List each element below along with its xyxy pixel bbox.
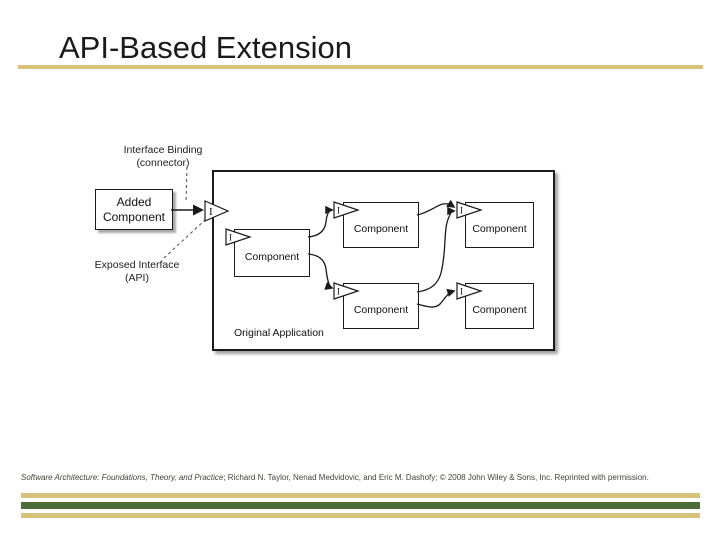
component-box: Component (465, 283, 534, 329)
component-box-label: Component (353, 222, 409, 235)
component-box-label: Component (472, 222, 527, 235)
citation: Software Architecture: Foundations, Theo… (21, 473, 706, 482)
title-underline (18, 65, 703, 69)
original-application-label: Original Application (234, 327, 324, 339)
component-box-label: Component (472, 303, 527, 316)
added-component-line1: Added (116, 195, 152, 210)
component-box-label: Component (353, 303, 409, 316)
added-component-box-label: Added Component (103, 195, 165, 224)
component-box: Component (465, 202, 534, 248)
footer-bar-green (21, 502, 700, 509)
slide-title: API-Based Extension (59, 30, 352, 65)
component-box: Component (343, 202, 419, 248)
added-component-box: Added Component (95, 189, 173, 230)
added-component-arrowhead (193, 204, 204, 216)
component-box: Component (234, 229, 310, 277)
footer-bar-gold-top (21, 493, 700, 498)
footer-bar-gold-bottom (21, 513, 700, 518)
exposed-interface-label-line1: Exposed Interface (94, 259, 180, 271)
added-component-line2: Component (102, 209, 166, 224)
citation-text: ; Richard N. Taylor, Nenad Medvidovic, a… (223, 473, 649, 482)
interface-binding-leader-line (185, 166, 188, 202)
interface-binding-label-line2: (connector) (136, 157, 190, 170)
component-box-label: Component (244, 250, 300, 263)
exposed-interface-label-line2: (API) (125, 272, 149, 285)
exposed-interface-label: Exposed Interface (API) (87, 259, 187, 285)
component-box: Component (343, 283, 419, 329)
citation-book-title: Software Architecture: Foundations, Theo… (21, 473, 224, 482)
interface-binding-label-line1: Interface Binding (123, 144, 203, 156)
interface-binding-label: Interface Binding (connector) (113, 144, 213, 170)
